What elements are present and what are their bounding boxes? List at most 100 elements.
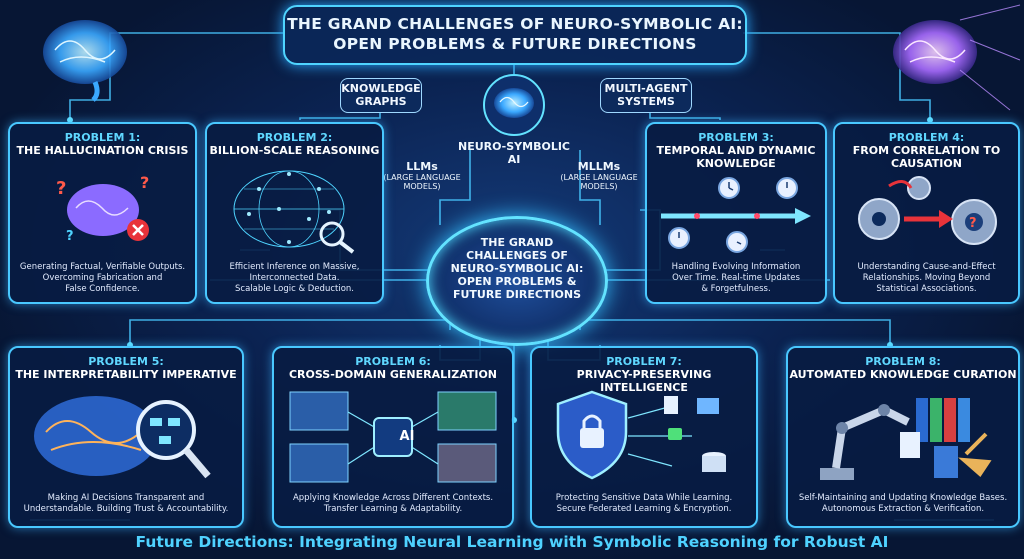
center-brain-icon xyxy=(483,74,545,136)
problem-4-title-line-2: CAUSATION xyxy=(891,157,962,170)
svg-text:?: ? xyxy=(66,229,74,244)
problem-8-description: Self-Maintaining and Updating Knowledge … xyxy=(792,493,1014,515)
problem-8-desc-2: Autonomous Extraction & Verification. xyxy=(821,504,985,514)
problem-5-card: PROBLEM 5: THE INTERPRETABILITY IMPERATI… xyxy=(8,346,244,528)
problem-1-description: Generating Factual, Verifiable Outputs. … xyxy=(14,262,191,295)
network-globe-icon xyxy=(233,170,355,254)
problem-3-title-line-2: KNOWLEDGE xyxy=(696,157,776,170)
problem-3-description: Handling Evolving Information Over Time.… xyxy=(651,262,821,295)
neuro-symbolic-label: NEURO-SYMBOLIC AI xyxy=(458,140,570,166)
problem-2-desc-2: Interconnected Data. xyxy=(249,273,340,283)
ai-chip-label: AI xyxy=(399,429,415,444)
title-line-2: OPEN PROBLEMS & FUTURE DIRECTIONS xyxy=(333,35,697,53)
problem-7-title-line: PRIVACY-PRESERVING INTELLIGENCE xyxy=(576,368,712,394)
problem-1-desc-1: Generating Factual, Verifiable Outputs. xyxy=(19,262,186,272)
problem-2-number: PROBLEM 2: xyxy=(256,131,333,144)
tag-mas-line-2: SYSTEMS xyxy=(617,95,675,108)
tag-knowledge-graphs: KNOWLEDGE GRAPHS xyxy=(340,78,422,113)
problem-3-desc-3: & Forgetfulness. xyxy=(701,284,771,294)
problem-3-card: PROBLEM 3: TEMPORAL AND DYNAMIC KNOWLEDG… xyxy=(645,122,827,304)
llms-main: LLMs xyxy=(406,160,438,173)
svg-text:?: ? xyxy=(969,216,977,231)
footer-tagline: Future Directions: Integrating Neural Le… xyxy=(135,533,889,551)
hallucination-brain-icon: ? ? ? xyxy=(56,173,149,244)
problem-1-desc-2: Overcoming Fabrication and xyxy=(42,273,163,283)
tag-multi-agent-systems: MULTI-AGENT SYSTEMS xyxy=(600,78,692,113)
llms-sub-2: MODELS) xyxy=(403,182,441,191)
problem-4-desc-3: Statistical Associations. xyxy=(876,284,977,294)
mllms-main: MLLMs xyxy=(577,160,621,173)
right-brain-icon xyxy=(893,4,1021,111)
problem-2-title: BILLION-SCALE REASONING xyxy=(207,144,382,157)
title-line-1: THE GRAND CHALLENGES OF NEURO-SYMBOLIC A… xyxy=(287,15,743,33)
privacy-shield-icon xyxy=(556,390,726,480)
problem-5-title-line: THE INTERPRETABILITY IMPERATIVE xyxy=(15,368,237,381)
robot-arm-books-icon xyxy=(820,398,992,480)
problem-2-desc-3: Scalable Logic & Deduction. xyxy=(235,284,354,294)
problem-4-desc-1: Understanding Cause-and-Effect xyxy=(857,262,996,272)
problem-4-card: PROBLEM 4: FROM CORRELATION TO CAUSATION… xyxy=(833,122,1020,304)
problem-1-card: PROBLEM 1: THE HALLUCINATION CRISIS ? ? … xyxy=(8,122,197,304)
llms-label: LLMs (LARGE LANGUAGE MODELS) xyxy=(382,160,462,191)
svg-text:?: ? xyxy=(140,173,149,192)
hub-line-4: OPEN PROBLEMS & xyxy=(457,275,577,288)
cross-domain-scenes-icon xyxy=(289,391,497,483)
problem-7-description: Protecting Sensitive Data While Learning… xyxy=(536,493,752,515)
problem-6-card: PROBLEM 6: CROSS-DOMAIN GENERALIZATION A… xyxy=(272,346,514,528)
problem-2-description: Efficient Inference on Massive, Intercon… xyxy=(211,262,378,295)
main-title: THE GRAND CHALLENGES OF NEURO-SYMBOLIC A… xyxy=(283,5,747,65)
problem-2-card: PROBLEM 2: BILLION-SCALE REASONING Effic… xyxy=(205,122,384,304)
problem-7-number: PROBLEM 7: xyxy=(606,355,682,368)
problem-6-desc-1: Applying Knowledge Across Different Cont… xyxy=(292,493,494,503)
problem-1-title: THE HALLUCINATION CRISIS xyxy=(10,144,195,157)
central-hub: THE GRAND CHALLENGES OF NEURO-SYMBOLIC A… xyxy=(426,216,608,346)
problem-1-desc-3: False Confidence. xyxy=(65,284,140,294)
problem-4-description: Understanding Cause-and-Effect Relations… xyxy=(839,262,1014,295)
hub-line-2: CHALLENGES OF xyxy=(466,249,568,262)
hub-line-1: THE GRAND xyxy=(480,236,554,249)
problem-4-number: PROBLEM 4: xyxy=(888,131,965,144)
problem-3-desc-1: Handling Evolving Information xyxy=(671,262,801,272)
problem-5-description: Making AI Decisions Transparent and Unde… xyxy=(14,493,238,515)
problem-3-number: PROBLEM 3: xyxy=(698,131,774,144)
problem-7-title: PRIVACY-PRESERVING INTELLIGENCE xyxy=(532,368,756,394)
problem-6-desc-2: Transfer Learning & Adaptability. xyxy=(323,504,463,514)
left-brain-icon xyxy=(43,20,127,102)
hub-line-3: NEURO-SYMBOLIC AI: xyxy=(450,262,584,275)
problem-6-title: CROSS-DOMAIN GENERALIZATION xyxy=(274,368,512,381)
problem-7-desc-1: Protecting Sensitive Data While Learning… xyxy=(555,493,733,503)
gears-causation-icon: ? xyxy=(858,176,997,245)
problem-8-desc-1: Self-Maintaining and Updating Knowledge … xyxy=(798,493,1008,503)
timeline-clocks-icon xyxy=(661,177,811,253)
problem-3-title: TEMPORAL AND DYNAMIC KNOWLEDGE xyxy=(647,144,825,170)
problem-6-number: PROBLEM 6: xyxy=(355,355,431,368)
problem-7-desc-2: Secure Federated Learning & Encryption. xyxy=(556,504,732,514)
problem-2-desc-1: Efficient Inference on Massive, xyxy=(229,262,360,272)
llms-sub-1: (LARGE LANGUAGE xyxy=(383,173,461,182)
problem-4-title-line-1: FROM CORRELATION TO xyxy=(852,144,1001,157)
problem-4-title: FROM CORRELATION TO CAUSATION xyxy=(835,144,1018,170)
hub-line-5: FUTURE DIRECTIONS xyxy=(452,288,582,301)
problem-6-description: Applying Knowledge Across Different Cont… xyxy=(278,493,508,515)
problem-2-title-line: BILLION-SCALE REASONING xyxy=(209,144,380,157)
problem-8-number: PROBLEM 8: xyxy=(865,355,941,368)
problem-3-desc-2: Over Time. Real-time Updates xyxy=(672,273,800,283)
tag-kg-line-1: KNOWLEDGE xyxy=(341,82,421,95)
tag-kg-line-2: GRAPHS xyxy=(355,95,407,108)
problem-8-card: PROBLEM 8: AUTOMATED KNOWLEDGE CURATION … xyxy=(786,346,1020,528)
problem-5-desc-2: Understandable. Building Trust & Account… xyxy=(23,504,229,514)
mllms-label: MLLMs (LARGE LANGUAGE MODELS) xyxy=(556,160,642,191)
problem-7-card: PROBLEM 7: PRIVACY-PRESERVING INTELLIGEN… xyxy=(530,346,758,528)
interpretability-brain-icon xyxy=(34,396,211,479)
problem-5-number: PROBLEM 5: xyxy=(88,355,164,368)
problem-4-desc-2: Relationships. Moving Beyond xyxy=(862,273,991,283)
mllms-sub-1: (LARGE LANGUAGE xyxy=(560,173,638,182)
problem-3-title-line-1: TEMPORAL AND DYNAMIC xyxy=(656,144,816,157)
tag-mas-line-1: MULTI-AGENT xyxy=(604,82,688,95)
problem-8-title: AUTOMATED KNOWLEDGE CURATION xyxy=(788,368,1018,381)
mllms-sub-2: MODELS) xyxy=(580,182,618,191)
svg-text:?: ? xyxy=(56,178,66,199)
problem-1-title-line: THE HALLUCINATION CRISIS xyxy=(16,144,189,157)
problem-1-number: PROBLEM 1: xyxy=(64,131,141,144)
